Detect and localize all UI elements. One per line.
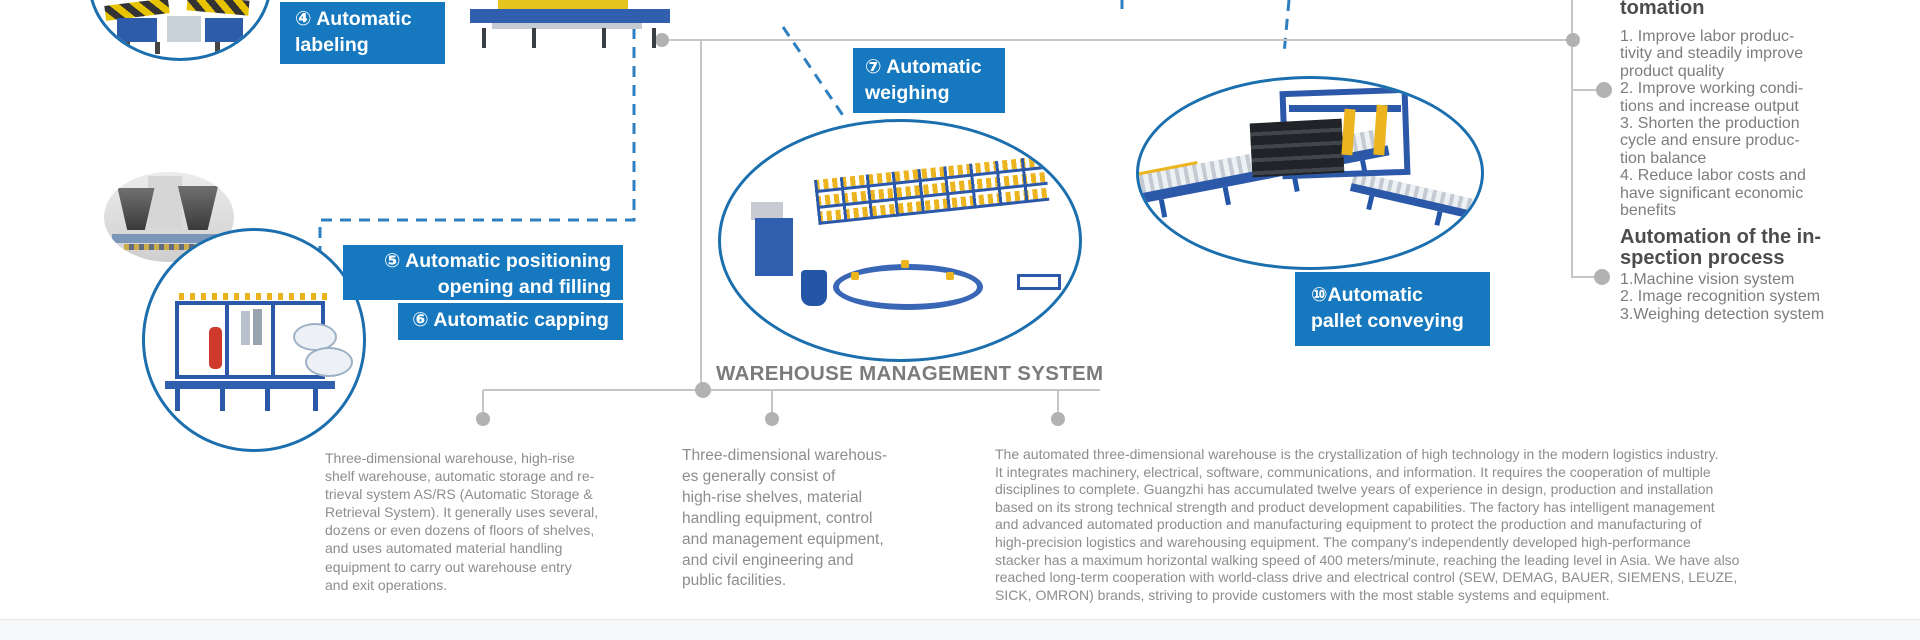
cabinet [755, 218, 793, 276]
machine-leg [175, 389, 180, 411]
bowl-feeder [305, 347, 353, 377]
dot-paragraph-1 [476, 412, 490, 426]
photo-panel [148, 176, 182, 228]
hazard-stripe [186, 0, 250, 16]
rack-posts [813, 155, 1050, 225]
machine-leg [482, 28, 486, 48]
benefit-item: 2. Improve working condi- tions and incr… [1620, 80, 1804, 115]
conveyor-leg [1222, 186, 1232, 206]
gantry-beam [1289, 105, 1401, 112]
weighing-line-image [718, 119, 1082, 362]
drum [801, 270, 827, 306]
dot-benefits [1596, 82, 1612, 98]
dot-top-right [1566, 33, 1580, 47]
machine-leg [220, 389, 225, 411]
machine-leg [652, 28, 656, 48]
step7-label: ⑦ Automatic weighing [853, 48, 1005, 113]
gray-line-right-vertical [1571, 0, 1596, 278]
step4-label: ④ Automatic labeling [280, 2, 445, 64]
loop-item [901, 260, 909, 268]
photo-stripe [124, 244, 204, 250]
caps-row [179, 293, 327, 300]
conveyor-loop [833, 264, 983, 310]
conveyor-leg [1434, 211, 1443, 226]
machine-body [117, 18, 157, 42]
wms-paragraph-1: Three-dimensional warehouse, high-rise s… [325, 450, 599, 593]
conveyor-leg [1158, 199, 1168, 218]
wms-heading: WAREHOUSE MANAGEMENT SYSTEM [716, 362, 1104, 385]
bottom-section-divider [0, 619, 1920, 640]
dot-paragraph-3 [1051, 412, 1065, 426]
conveyor-machine-image [452, 0, 697, 52]
machine-leg [215, 42, 220, 54]
inspection-item: 2. Image recognition system [1620, 288, 1821, 306]
automation-benefits-list: 1. Improve labor produc- tivity and stea… [1620, 28, 1920, 219]
photo-bar [112, 234, 224, 243]
wms-paragraph-3: The automated three-dimensional warehous… [995, 446, 1740, 603]
machine-leg [313, 389, 318, 411]
machine-body [205, 18, 243, 42]
filling-machine-image [142, 228, 366, 452]
machine-body [167, 16, 201, 42]
mini-conveyor [1017, 274, 1061, 290]
loop-item [851, 272, 859, 280]
machine-rail [492, 23, 642, 29]
filling-detail-photo [104, 172, 234, 262]
machine-base [165, 381, 335, 389]
benefit-item: 4. Reduce labor costs and have significa… [1620, 167, 1806, 220]
inspection-item: 1.Machine vision system [1620, 271, 1795, 288]
dot-paragraph-2 [765, 412, 779, 426]
inspection-item: 3.Weighing detection system [1620, 305, 1825, 323]
step6-label: ⑥ Automatic capping [398, 303, 623, 340]
bottle-rack [813, 155, 1051, 238]
dot-top-left [655, 33, 669, 47]
roller-conveyor-branch [1348, 171, 1476, 228]
inspection-heading: Automation of the in- spection process [1620, 226, 1822, 269]
extinguisher [209, 327, 222, 369]
dashed-connector-pallet [1282, 0, 1291, 55]
automation-heading: tomation [1620, 0, 1705, 19]
pallet-conveyor-image [1136, 76, 1484, 270]
frame-post [271, 301, 275, 379]
step10-label: ⑩Automatic pallet conveying [1295, 272, 1490, 346]
dashed-connector-step5 [318, 28, 636, 266]
machine-leg [602, 28, 606, 48]
inspection-list: 1.Machine vision system 2. Image recogni… [1620, 271, 1920, 323]
benefit-item: 3. Shorten the production cycle and ensu… [1620, 115, 1800, 167]
machine-leg [532, 28, 536, 48]
step5-label: ⑤ Automatic positioning opening and fill… [343, 245, 623, 300]
machine-leg [265, 389, 270, 411]
benefit-item: 1. Improve labor produc- tivity and stea… [1620, 28, 1804, 80]
machine-body [470, 9, 670, 23]
pallet-stack [1249, 118, 1345, 178]
machine-leg [155, 42, 160, 54]
loop-item [946, 272, 954, 280]
wms-paragraph-2: Three-dimensional warehous- es generally… [682, 447, 888, 590]
cabinet-top [751, 202, 783, 220]
cylinder [241, 311, 250, 345]
conveyor-leg [1366, 195, 1375, 211]
frame-post [225, 301, 229, 379]
cylinder [253, 309, 262, 345]
dot-wms-junction [695, 382, 711, 398]
dot-inspection [1594, 269, 1610, 285]
machine-top [498, 0, 628, 9]
machine-leg [125, 42, 130, 54]
